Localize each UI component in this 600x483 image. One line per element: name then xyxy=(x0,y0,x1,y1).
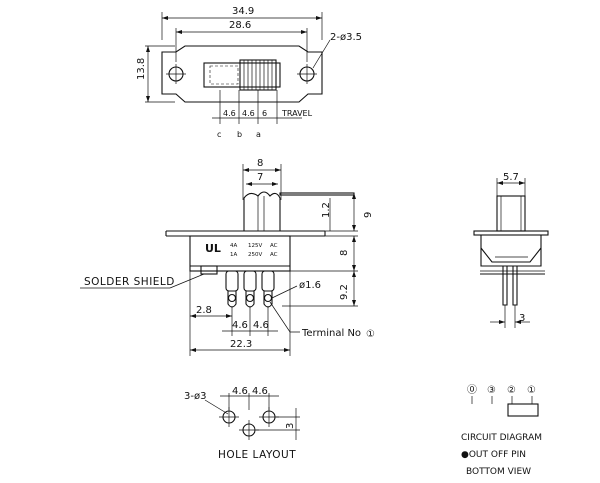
dim-b: 4.6 xyxy=(242,109,255,118)
hole-layout: 3-ø3 4.6 4.6 3 HOLE LAYOUT xyxy=(184,386,300,461)
pos-c: c xyxy=(217,130,221,139)
dim-1-2: 1.2 xyxy=(321,202,332,218)
front-view: 8 7 UL 4A 1A 125V 250V AC AC SOLDER SHIE… xyxy=(80,158,375,356)
dim-pin-pitch-2: 4.6 xyxy=(253,320,269,331)
dim-overall-width: 34.9 xyxy=(232,6,254,17)
pin-diameter: ø1.6 xyxy=(299,280,321,291)
dim-hole-pitch: 28.6 xyxy=(229,20,251,31)
hole-dim-3: 3 xyxy=(285,423,296,429)
travel-label: TRAVEL xyxy=(281,109,313,118)
circuit-terminal-3: ③ xyxy=(487,385,496,396)
circuit-terminal-2: ② xyxy=(507,385,516,396)
pos-b: b xyxy=(237,130,242,139)
solder-shield-label: SOLDER SHIELD xyxy=(84,276,175,288)
terminal-number: ① xyxy=(366,329,375,340)
dim-7: 7 xyxy=(257,172,263,183)
circuit-title: CIRCUIT DIAGRAM xyxy=(461,433,542,443)
hole-note: 2-ø3.5 xyxy=(330,32,362,43)
hole-dim-1: 4.6 xyxy=(232,386,248,397)
circuit-note: ●OUT OFF PIN xyxy=(461,450,526,460)
circuit-view: BOTTOM VIEW xyxy=(466,467,531,477)
dim-9: 9 xyxy=(363,212,374,218)
dim-5-7: 5.7 xyxy=(503,172,519,183)
dim-8: 8 xyxy=(257,158,263,169)
hole-dim-2: 4.6 xyxy=(252,386,268,397)
dim-height: 13.8 xyxy=(136,58,147,80)
top-view: 34.9 28.6 13.8 2-ø3.5 xyxy=(136,6,362,139)
side-view: 5.7 3 xyxy=(473,172,549,328)
dim-a: 4.6 xyxy=(223,109,236,118)
hole-note-3: 3-ø3 xyxy=(184,391,206,402)
ac-1: AC xyxy=(270,243,278,249)
dim-pin-pitch-1: 4.6 xyxy=(232,320,248,331)
dim-3-side: 3 xyxy=(519,313,525,324)
rating-2: 1A xyxy=(230,252,237,258)
ac-2: AC xyxy=(270,252,278,258)
circuit-terminal-1: ① xyxy=(527,385,536,396)
dim-9-2: 9.2 xyxy=(339,284,350,300)
terminal-label: Terminal No xyxy=(301,328,361,339)
pos-a: a xyxy=(256,130,261,139)
dim-2-8: 2.8 xyxy=(196,305,212,316)
dim-travel: 6 xyxy=(262,109,267,118)
volt-2: 250V xyxy=(248,252,262,258)
dim-8-vertical: 8 xyxy=(339,250,350,256)
hole-layout-title: HOLE LAYOUT xyxy=(218,449,296,461)
circuit-diagram: ⓪ ③ ② ① CIRCUIT DIAGRAM ●OUT OFF PIN BOT… xyxy=(461,384,542,477)
dim-22-3: 22.3 xyxy=(230,339,252,350)
volt-1: 125V xyxy=(248,243,262,249)
ul-mark: UL xyxy=(205,242,221,255)
rating-1: 4A xyxy=(230,243,237,249)
circuit-terminal-0: ⓪ xyxy=(467,384,477,396)
